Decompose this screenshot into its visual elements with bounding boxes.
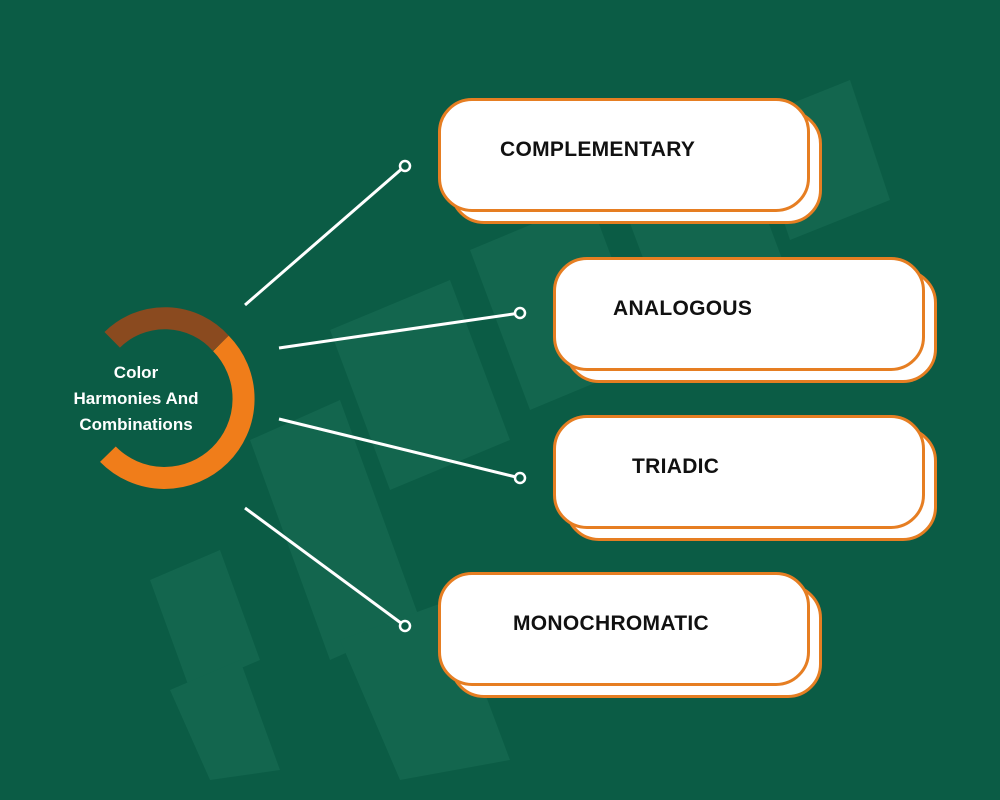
branch-box-monochromatic: MONOCHROMATIC xyxy=(438,572,822,698)
connector-line-monochromatic xyxy=(244,506,406,628)
box-front xyxy=(553,415,925,529)
connector-dot-complementary xyxy=(398,159,412,173)
connector-dot-monochromatic xyxy=(398,619,412,633)
box-front xyxy=(438,98,810,212)
branch-box-analogous: ANALOGOUS xyxy=(553,257,937,383)
ring-arc-primary xyxy=(100,335,255,489)
branch-label-complementary: COMPLEMENTARY xyxy=(500,138,696,161)
connector-line-analogous xyxy=(278,311,521,350)
branch-box-triadic: TRIADIC xyxy=(553,415,937,541)
connector-dot-triadic xyxy=(513,471,527,485)
branch-label-triadic: TRIADIC xyxy=(632,455,720,478)
branch-label-monochromatic: MONOCHROMATIC xyxy=(513,612,709,635)
branch-label-analogous: ANALOGOUS xyxy=(613,297,753,320)
center-title-line-1: Color xyxy=(113,363,159,382)
ring-arc-secondary xyxy=(104,307,230,352)
connector-dot-analogous xyxy=(513,306,527,320)
connector-line-complementary xyxy=(244,164,406,307)
connector-line-triadic xyxy=(278,417,521,480)
branch-box-complementary: COMPLEMENTARY xyxy=(438,98,822,224)
center-title-line-3: Combinations xyxy=(79,415,193,434)
box-front xyxy=(553,257,925,371)
center-title: Color Harmonies And Combinations xyxy=(55,360,217,438)
box-front xyxy=(438,572,810,686)
center-title-line-2: Harmonies And xyxy=(73,389,199,408)
